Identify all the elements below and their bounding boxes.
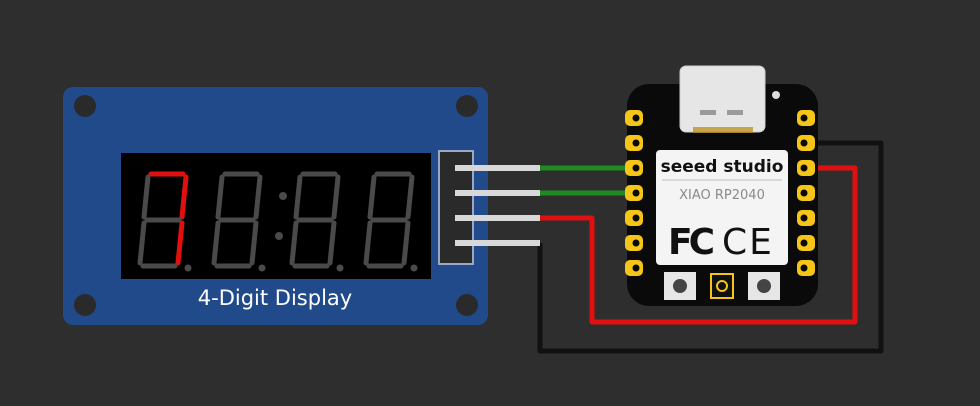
pad-hole bbox=[632, 189, 640, 197]
decimal-point bbox=[410, 264, 418, 272]
segment-c bbox=[327, 220, 337, 266]
header-pins bbox=[455, 165, 540, 246]
fc-mark: FC bbox=[668, 222, 714, 263]
segment-f bbox=[141, 174, 151, 220]
segment-c bbox=[249, 220, 259, 266]
pad-hole bbox=[632, 214, 640, 222]
segment-b bbox=[253, 174, 263, 220]
segment-c bbox=[401, 220, 411, 266]
wires bbox=[537, 140, 884, 354]
pad-hole bbox=[800, 214, 808, 222]
ce-mark: CE bbox=[722, 222, 774, 263]
model-label: XIAO RP2040 bbox=[679, 188, 765, 203]
led-dot bbox=[772, 91, 780, 99]
pad-hole bbox=[800, 114, 808, 122]
segment-f bbox=[293, 174, 303, 220]
segment-e bbox=[211, 220, 221, 266]
segment-b bbox=[179, 174, 189, 220]
xiao-board: seeed studio XIAO RP2040 FC CE bbox=[625, 65, 818, 306]
pad-hole bbox=[632, 114, 640, 122]
segment-c bbox=[175, 220, 185, 266]
display-module: 4-Digit Display bbox=[63, 87, 540, 325]
castellated-pads bbox=[625, 110, 815, 276]
decimal-point bbox=[184, 264, 192, 272]
decimal-point bbox=[336, 264, 344, 272]
seven-segment-digits bbox=[137, 171, 418, 272]
segment-e bbox=[289, 220, 299, 266]
segment-f bbox=[215, 174, 225, 220]
wire-vcc bbox=[540, 165, 858, 325]
segment-e bbox=[363, 220, 373, 266]
pad-hole bbox=[632, 164, 640, 172]
pad-hole bbox=[632, 139, 640, 147]
pad-hole bbox=[800, 239, 808, 247]
pad-hole bbox=[800, 189, 808, 197]
xiao-shield bbox=[656, 150, 788, 265]
colon-dot bbox=[275, 232, 283, 240]
pad-hole bbox=[632, 264, 640, 272]
wire-gnd bbox=[537, 140, 884, 354]
mount-hole bbox=[456, 294, 478, 316]
segment-b bbox=[405, 174, 415, 220]
brand-label: seeed studio bbox=[661, 157, 784, 177]
pad-hole bbox=[800, 164, 808, 172]
pad-hole bbox=[632, 239, 640, 247]
colon-dot bbox=[279, 192, 287, 200]
pad-hole bbox=[800, 264, 808, 272]
mount-hole bbox=[456, 95, 478, 117]
mount-hole bbox=[74, 95, 96, 117]
mount-hole bbox=[74, 294, 96, 316]
antenna-pad bbox=[710, 273, 734, 299]
segment-b bbox=[331, 174, 341, 220]
pad-hole bbox=[800, 139, 808, 147]
display-label: 4-Digit Display bbox=[198, 286, 352, 310]
usb-c-connector bbox=[679, 65, 766, 133]
decimal-point bbox=[258, 264, 266, 272]
segment-e bbox=[137, 220, 147, 266]
segment-f bbox=[367, 174, 377, 220]
